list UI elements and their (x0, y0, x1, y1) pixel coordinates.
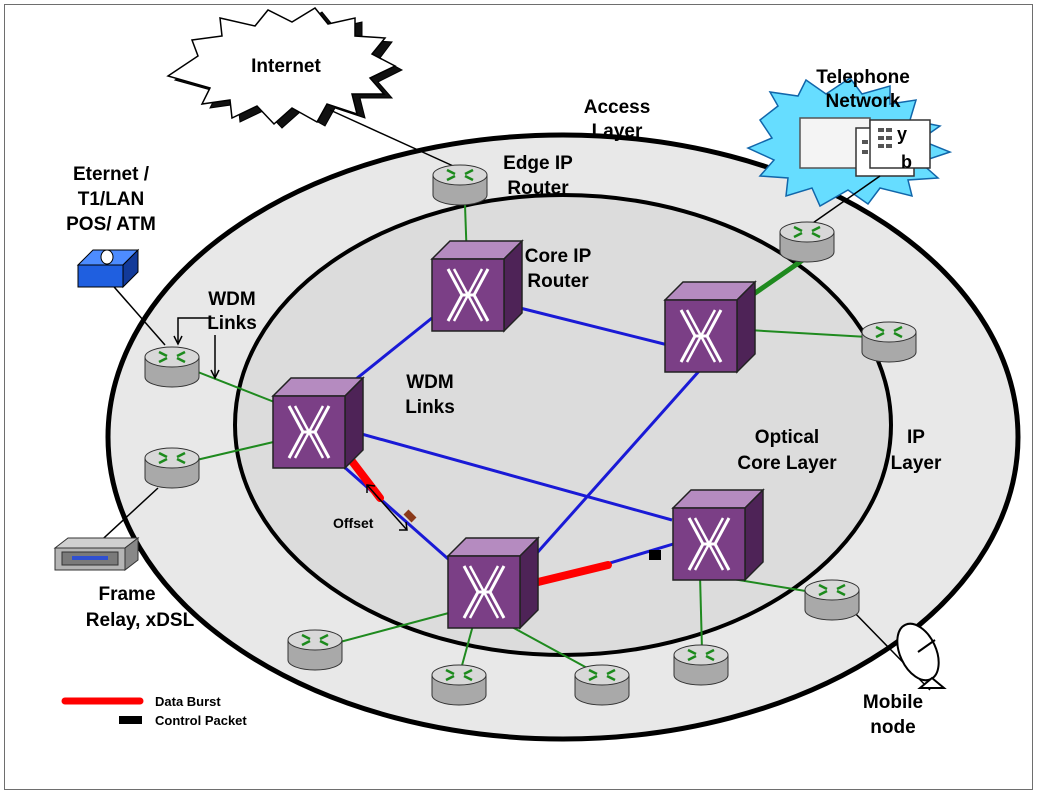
optical-core-label-line1: Optical (755, 427, 819, 448)
phone-keypad-letter-2: b (901, 152, 912, 172)
ip-layer-label-line2: Layer (891, 453, 942, 474)
control-packet-left (403, 509, 417, 523)
wdm-pointer-arrows (173, 317, 220, 380)
legend-data-burst-label: Data Burst (155, 694, 221, 709)
telephone-network-icon (746, 76, 953, 208)
telephone-network-label-line1: Telephone (816, 67, 910, 88)
offset-arrow (366, 484, 408, 531)
wdm-inner-label-line1: WDM (406, 372, 453, 393)
edge-router-label-line1: Edge IP (503, 153, 573, 174)
optical-switch-icon (671, 488, 765, 582)
optical-core-label-line2: Core Layer (737, 453, 837, 474)
access-layer-label-line1: Access (584, 97, 651, 118)
ethernet-label-line2: T1/LAN (78, 189, 145, 210)
ethernet-label-line1: Eternet / (73, 164, 150, 185)
mobile-node-label-line1: Mobile (863, 692, 923, 713)
control-packet-bottom (649, 550, 661, 560)
ip-router-icon (286, 628, 344, 672)
access-layer-label-line2: Layer (592, 121, 643, 142)
wdm-outer-label-line2: Links (207, 313, 257, 334)
hub-icon (76, 248, 140, 289)
diagram-frame (4, 4, 1033, 790)
core-router-label-line2: Router (527, 271, 589, 292)
cloud-icon (166, 7, 404, 129)
optical-switch-icon (430, 239, 524, 333)
legend-control-packet-label: Control Packet (155, 713, 247, 728)
mobile-node-label-line2: node (870, 717, 915, 738)
ip-router-icon (860, 320, 918, 364)
telephone-network-label-line2: Network (826, 91, 901, 112)
internet-label: Internet (251, 56, 321, 77)
telephone-access-link (743, 252, 812, 303)
optical-switch-icon (446, 536, 540, 630)
edge-router-label-line2: Router (507, 178, 569, 199)
data-burst-bottom (534, 561, 612, 586)
satellite-dish-icon (896, 622, 947, 689)
frame-relay-label-line2: Relay, xDSL (86, 610, 195, 631)
ip-router-icon (431, 163, 489, 207)
optical-switch-icon (663, 280, 757, 374)
frame-relay-device-icon (53, 536, 140, 572)
ip-router-icon (143, 345, 201, 389)
wdm-links (304, 304, 702, 592)
phone-keypad-letter-1: y (897, 124, 907, 144)
wdm-outer-label-line1: WDM (208, 289, 255, 310)
wdm-inner-label-line2: Links (405, 397, 455, 418)
ip-layer-label-line1: IP (907, 427, 925, 448)
ip-router-icon (778, 220, 836, 264)
optical-switch-icon (271, 376, 365, 470)
legend: Data Burst Control Packet (61, 694, 247, 728)
offset-label: Offset (333, 515, 374, 531)
ip-router-icon (573, 663, 631, 707)
legend-control-packet-swatch (119, 716, 142, 724)
ethernet-label-line3: POS/ ATM (66, 214, 156, 235)
core-router-label-line1: Core IP (525, 246, 592, 267)
ip-router-icon (672, 643, 730, 687)
ip-router-icon (803, 578, 861, 622)
ip-router-icon (143, 446, 201, 490)
ip-router-icon (430, 663, 488, 707)
frame-relay-label-line1: Frame (98, 584, 155, 605)
